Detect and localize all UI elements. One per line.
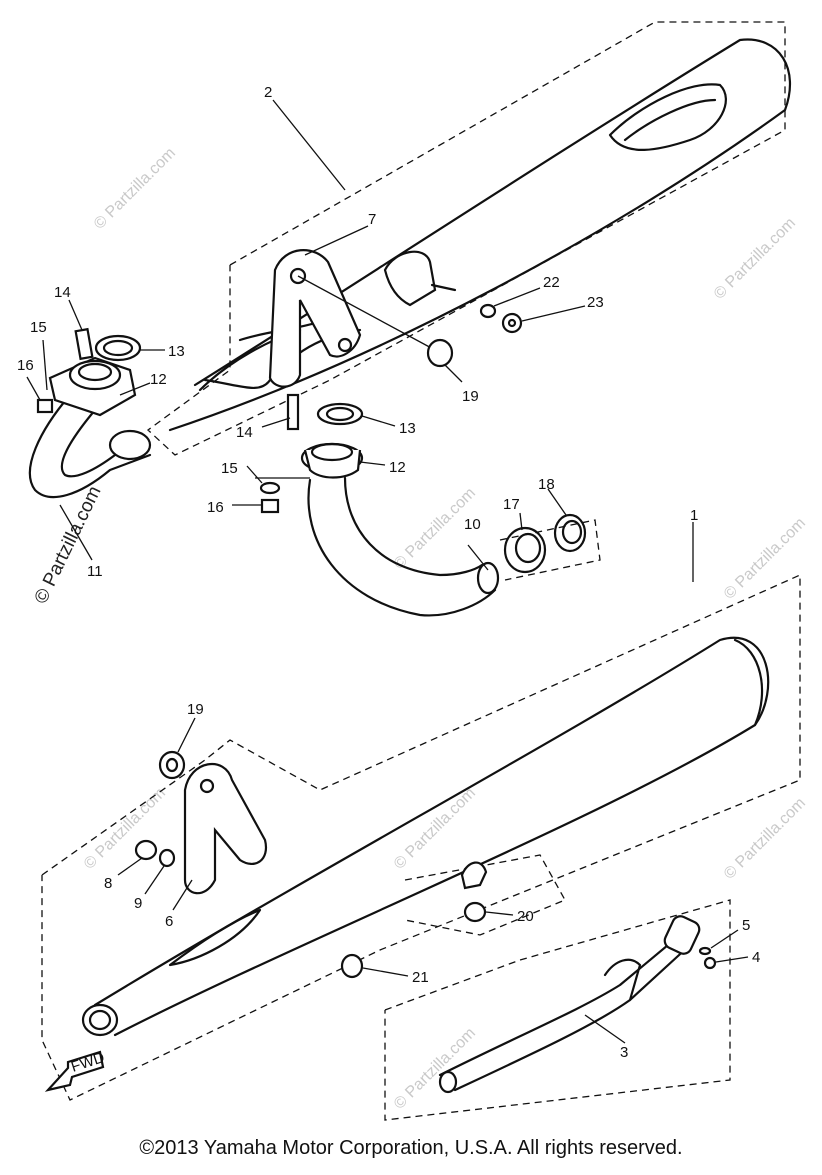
callout-12-right: 12	[389, 459, 406, 476]
watermark: © Partzilla.com	[391, 785, 479, 873]
callout-16-right: 16	[207, 499, 224, 516]
callout-21: 21	[412, 969, 429, 986]
callout-6: 6	[165, 913, 173, 930]
muffler-bracket-7	[268, 249, 362, 388]
callout-20: 20	[517, 908, 534, 925]
callout-12-left: 12	[150, 371, 167, 388]
nut-8	[134, 839, 158, 861]
washer-19-lower	[158, 750, 186, 780]
joint-outline	[499, 519, 601, 581]
callout-1: 1	[690, 507, 698, 524]
exhaust-parts-diagram: © Partzilla.com © Partzilla.com © Partzi…	[17, 21, 809, 1121]
callout-2: 2	[264, 84, 272, 101]
washer-15-right	[259, 481, 281, 495]
nut-23	[501, 312, 523, 334]
watermark-main: © Partzilla.com	[31, 483, 106, 607]
callout-13-right: 13	[399, 420, 416, 437]
washer-22	[479, 303, 497, 319]
exhaust-pipe-10	[300, 442, 500, 617]
callout-9: 9	[134, 895, 142, 912]
watermark: © Partzilla.com	[91, 145, 179, 233]
exhaust-pipe-11	[28, 356, 152, 499]
callout-19-upper: 19	[462, 388, 479, 405]
gasket-13-right	[316, 402, 364, 426]
assembly-1-outline	[41, 573, 801, 1101]
nut-16-left	[36, 398, 54, 414]
fwd-arrow: FWD	[44, 1049, 107, 1092]
callout-14-left: 14	[54, 284, 71, 301]
watermark: © Partzilla.com	[391, 1025, 479, 1113]
callout-11: 11	[87, 563, 103, 580]
callout-10: 10	[464, 516, 481, 533]
callout-18: 18	[538, 476, 555, 493]
leader-7-19	[297, 275, 436, 351]
gasket-13-left	[94, 334, 142, 362]
stud-14-right	[286, 393, 300, 431]
muffler-bracket-6	[183, 762, 268, 895]
callout-5: 5	[742, 917, 750, 934]
nut-16-right	[260, 498, 280, 514]
clip-20	[460, 861, 488, 890]
damper-20	[463, 901, 487, 923]
callout-8: 8	[104, 875, 112, 892]
baffle-3	[438, 915, 701, 1094]
leader-lines	[26, 99, 749, 1044]
callout-3: 3	[620, 1044, 628, 1061]
watermark: © Partzilla.com	[711, 215, 799, 303]
callout-15-left: 15	[30, 319, 47, 336]
callout-4: 4	[752, 949, 760, 966]
rear-bracket	[383, 250, 457, 307]
assembly-20-outline	[404, 854, 566, 936]
callout-labels: 1 2 3 4 5 6 7 8 9 10 11 12 13 14 15 16 1…	[17, 84, 760, 1061]
callout-7: 7	[368, 211, 376, 228]
assembly-2-outline	[146, 21, 786, 456]
watermark: © Partzilla.com	[81, 785, 169, 873]
callout-15-right: 15	[221, 460, 238, 477]
stud-14-left	[74, 327, 94, 361]
washer-19-upper	[426, 338, 454, 368]
watermark: © Partzilla.com	[721, 795, 809, 883]
callout-14-right: 14	[236, 424, 253, 441]
upper-muffler	[168, 38, 792, 432]
lower-muffler	[81, 636, 770, 1037]
screw-4	[703, 956, 717, 970]
damper-21	[340, 953, 364, 979]
copyright-footer: ©2013 Yamaha Motor Corporation, U.S.A. A…	[139, 1137, 683, 1159]
callout-16-left: 16	[17, 357, 34, 374]
ring-nut-17	[503, 526, 547, 574]
washer-5	[698, 946, 712, 956]
callout-23: 23	[587, 294, 604, 311]
callout-13-left: 13	[168, 343, 185, 360]
watermark: © Partzilla.com	[721, 515, 809, 603]
washer-9	[158, 848, 176, 868]
callout-19-lower: 19	[187, 701, 204, 718]
callout-17: 17	[503, 496, 520, 513]
callout-22: 22	[543, 274, 560, 291]
